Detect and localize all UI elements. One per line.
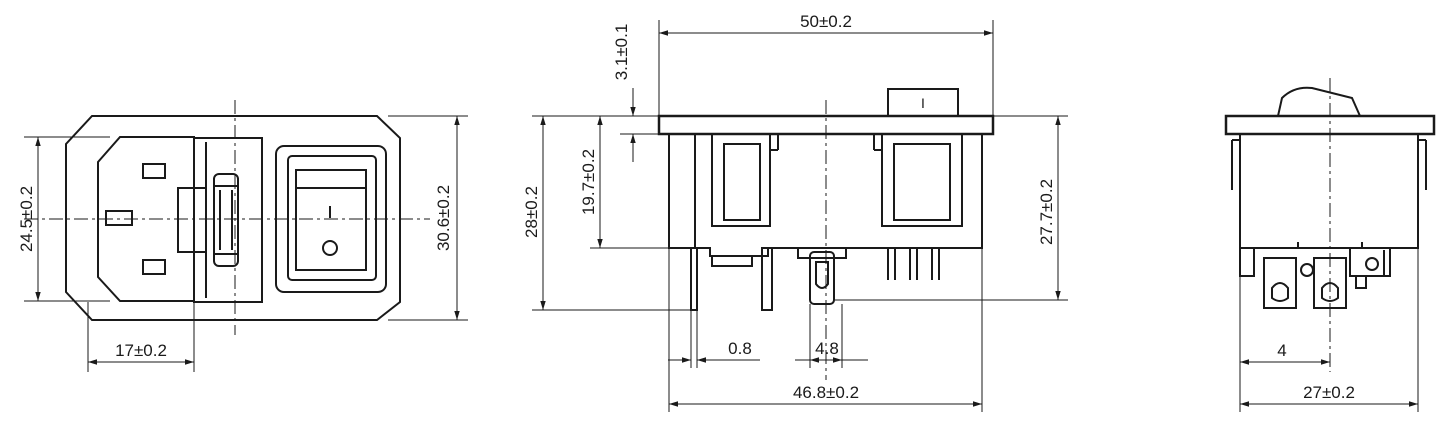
front-body-outline [65,115,401,321]
pin-left [690,247,698,311]
dim-inlet-width: 17±0.2 [115,341,167,360]
dim-flange-thickness: 3.1±0.1 [612,24,631,81]
rocker-switch [295,169,367,271]
side-window-left [711,133,771,227]
dim-pin-width: 4.8 [815,339,839,358]
inlet-pin-mid [105,210,133,226]
dim-total-height-front: 30.6±0.2 [434,185,453,251]
switch-off-mark [322,240,338,256]
end-terminal-right [1313,257,1347,309]
dim-overall-width: 50±0.2 [800,12,852,31]
rocker-top [1277,86,1361,117]
dim-body-height: 19.7±0.2 [579,149,598,215]
side-window-right [881,133,963,227]
switch-knob-top [887,88,959,117]
dim-right-height: 27.7±0.2 [1037,179,1056,245]
dim-depth: 27±0.2 [1303,383,1355,402]
end-body [1239,134,1419,249]
dim-body-width: 46.8±0.2 [793,383,859,402]
inlet-pin-bottom [142,259,166,275]
dim-inlet-height: 24.5±0.2 [17,186,36,252]
switch-housing-inner [287,155,377,281]
end-terminal-left [1263,257,1297,309]
pin-center [809,251,835,305]
fuse-body [213,173,239,267]
switch-mark-side: I [921,95,925,111]
side-view: I 50±0.2 [522,12,1068,412]
front-view: 24.5±0.2 30.6±0.2 17±0.2 [17,100,468,372]
fuse-holder-inner [194,142,207,298]
dim-total-height-side: 28±0.2 [522,186,541,238]
dim-pin-thickness: 0.8 [728,339,752,358]
inlet-pin-top [142,163,166,179]
end-view: 4 27±0.2 [1224,78,1436,412]
fuse-holder-outline [177,137,263,303]
dim-pin-offset: 4 [1277,341,1286,360]
